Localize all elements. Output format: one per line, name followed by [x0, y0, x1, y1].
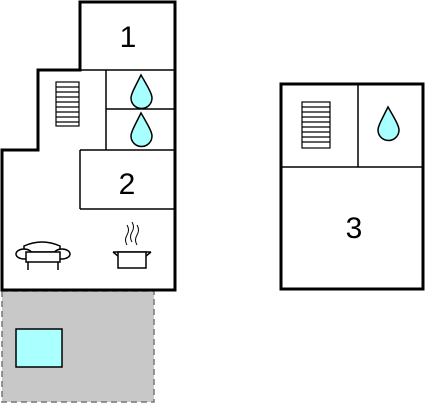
stairs-icon: [55, 81, 80, 127]
stairs-icon: [301, 101, 331, 149]
pool-icon: [15, 328, 63, 368]
cooking-pot-icon: [112, 221, 152, 269]
sofa-icon: [15, 241, 71, 270]
annex-interior-walls: [281, 84, 423, 168]
water-drop-icon: [130, 73, 153, 110]
room-label-1: 1: [120, 21, 137, 54]
room-label-3: 3: [346, 212, 363, 245]
room-label-2: 2: [119, 168, 136, 201]
water-drop-icon: [377, 105, 400, 142]
water-drop-icon: [130, 111, 153, 148]
main-building-outline: [0, 0, 177, 292]
